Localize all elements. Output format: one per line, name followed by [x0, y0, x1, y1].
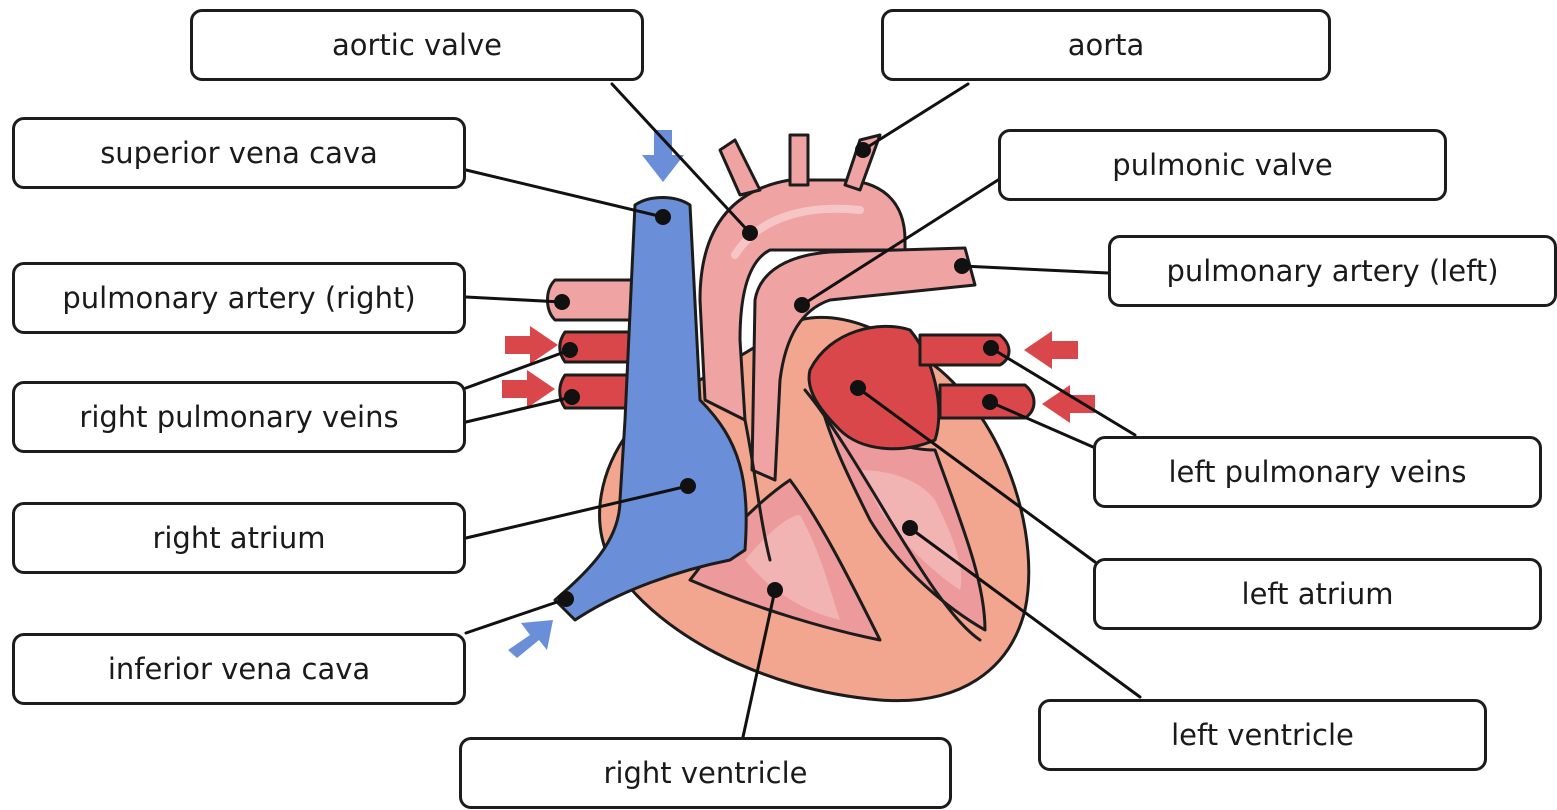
dot-inferior-vena-cava [558, 591, 574, 607]
dot-right-ventricle [767, 582, 783, 598]
leader-superior-vena-cava [466, 170, 663, 217]
label-pulmonary-artery-right: pulmonary artery (right) [12, 262, 466, 334]
label-left-ventricle: left ventricle [1038, 699, 1487, 771]
dot-right-atrium [680, 478, 696, 494]
label-right-ventricle: right ventricle [459, 737, 952, 809]
label-left-pulmonary-veins: left pulmonary veins [1093, 436, 1542, 508]
label-aortic-valve: aortic valve [190, 9, 644, 81]
label-pulmonary-artery-left: pulmonary artery (left) [1108, 235, 1557, 307]
label-superior-vena-cava: superior vena cava [12, 117, 466, 189]
dot-lpv-lower [982, 394, 998, 410]
dot-rpv-upper [562, 342, 578, 358]
label-aorta: aorta [881, 9, 1331, 81]
dot-pulmonary-artery-left [954, 258, 970, 274]
dot-lpv-upper [983, 340, 999, 356]
dot-rpv-lower [564, 389, 580, 405]
leader-aorta [863, 84, 968, 150]
label-inferior-vena-cava: inferior vena cava [12, 633, 466, 705]
dot-superior-vena-cava [655, 209, 671, 225]
leader-pulmonary-artery-left [962, 266, 1108, 273]
dot-pulmonary-artery-right [554, 294, 570, 310]
leader-rpv-lower [466, 397, 572, 422]
blood-flow-arrow-lpv-upper [1024, 331, 1078, 369]
dot-aorta [855, 142, 871, 158]
label-right-atrium: right atrium [12, 502, 466, 574]
blood-flow-arrow-lpv-lower [1042, 385, 1095, 423]
label-left-atrium: left atrium [1093, 558, 1542, 630]
dot-aortic-valve [742, 225, 758, 241]
blood-flow-arrow-ivc [508, 620, 553, 658]
label-right-pulmonary-veins: right pulmonary veins [12, 381, 466, 453]
dot-pulmonic-valve [794, 297, 810, 313]
dot-left-ventricle [902, 520, 918, 536]
dot-left-atrium [850, 380, 866, 396]
label-pulmonic-valve: pulmonic valve [998, 129, 1447, 201]
